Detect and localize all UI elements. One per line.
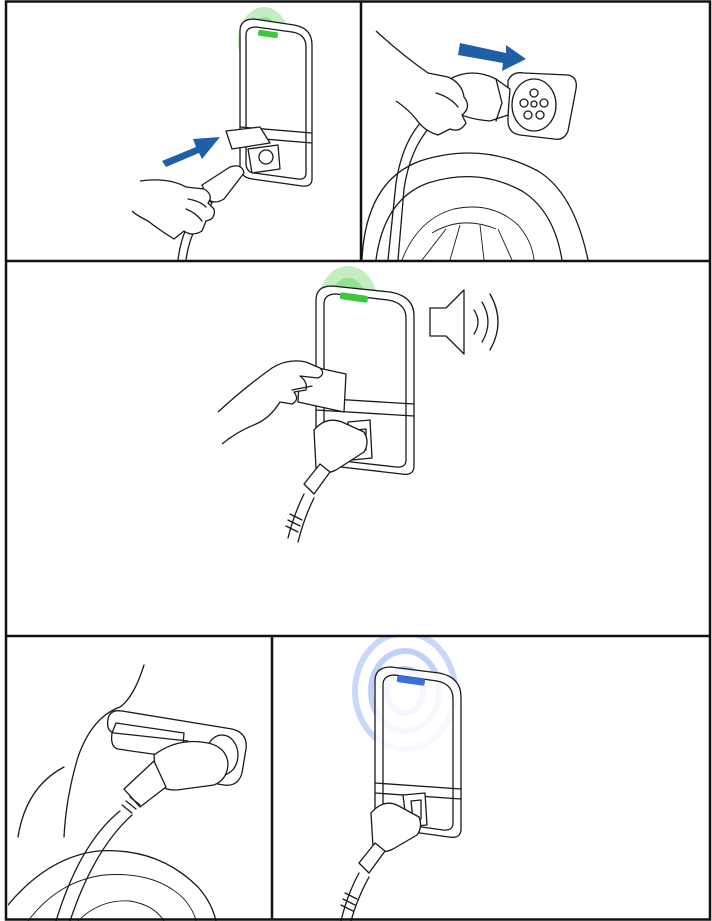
instruction-figure [0,0,712,921]
panel-grid-border [0,0,712,921]
